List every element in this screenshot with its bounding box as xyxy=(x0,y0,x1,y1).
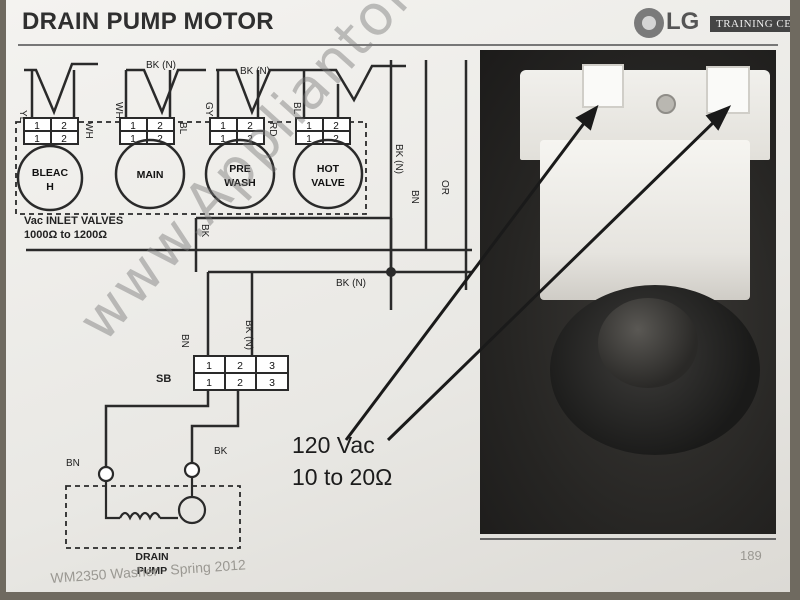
wire-label: BK (N) xyxy=(336,278,366,289)
pin-label: 1 xyxy=(34,134,40,145)
pump-motor-hub xyxy=(598,298,698,388)
wire-label: WH xyxy=(83,122,94,139)
voltage-label: 120 Vac xyxy=(292,432,375,458)
pin-label: 2 xyxy=(157,121,163,132)
wire-label: RD xyxy=(267,122,278,136)
pin-label: 1 xyxy=(220,121,226,132)
valve-label: WASH xyxy=(224,177,256,189)
slide-title: DRAIN PUMP MOTOR xyxy=(22,8,274,35)
training-slide: DRAIN PUMP MOTOR LG TRAINING CENTER xyxy=(6,0,790,592)
pin-label: 1 xyxy=(220,134,226,145)
pin-label: 1 xyxy=(130,134,136,145)
pin-label: 2 xyxy=(247,134,253,145)
arrow-head-right xyxy=(705,105,732,131)
wire-label: BL xyxy=(291,102,302,115)
pump-label: DRAIN xyxy=(135,551,168,563)
wire-label: BL xyxy=(177,122,188,135)
sb-pin: 1 xyxy=(206,360,212,372)
pin-label: 1 xyxy=(306,121,312,132)
pin-label: 2 xyxy=(333,134,339,145)
wire-top-4 xyxy=(306,64,406,103)
annotation-arrows xyxy=(344,104,732,442)
wire-label: BN xyxy=(179,334,190,348)
wire-label: BK xyxy=(214,446,228,457)
valve-coil-prewash xyxy=(204,138,276,210)
pump-label: PUMP xyxy=(137,565,167,577)
pin-label: 2 xyxy=(61,121,67,132)
title-divider xyxy=(18,44,778,46)
sb-pin: 2 xyxy=(237,377,243,389)
wire-label: GY xyxy=(203,102,214,117)
pin-label: 1 xyxy=(306,134,312,145)
wire-top-2 xyxy=(126,68,206,116)
valve-coil-main xyxy=(114,138,186,210)
resistance-label: 10 to 20Ω xyxy=(292,464,393,490)
valve-coil-bleach xyxy=(16,144,84,212)
pin-label: 2 xyxy=(247,121,253,132)
brand-header: LG TRAINING CENTER xyxy=(626,6,790,40)
wire-label: BK (N) xyxy=(240,66,270,77)
pin-label: 1 xyxy=(130,121,136,132)
pin-label: 2 xyxy=(333,121,339,132)
arrow-head-left xyxy=(575,104,599,131)
arrow-line-left xyxy=(344,117,590,441)
wiring-schematic: 1 2 1 2 1 2 1 2 1 2 1 2 1 2 1 2 BLEAC H … xyxy=(15,60,472,577)
valve-label: PRE xyxy=(229,163,251,175)
sb-pin: 1 xyxy=(206,377,212,389)
wire-label: BK (N) xyxy=(243,320,254,350)
wire-label: BK xyxy=(199,224,210,238)
pin-label: 1 xyxy=(34,121,40,132)
pump-terminal-plug-left xyxy=(582,64,624,108)
wire-label: OR xyxy=(439,180,450,195)
wire-label: YL xyxy=(17,110,28,123)
wire-label: WH xyxy=(113,102,124,119)
lg-logo-icon xyxy=(634,8,664,38)
sb-connector xyxy=(193,355,289,391)
pump-screw xyxy=(656,94,676,114)
training-center-badge: TRAINING CENTER xyxy=(710,16,790,32)
footer-divider xyxy=(480,538,776,540)
valve-label: VALVE xyxy=(311,177,344,189)
page-number: 189 xyxy=(740,548,762,563)
arrow-line-right xyxy=(386,116,720,442)
valve-coil-hot xyxy=(292,138,364,210)
sb-pin: 3 xyxy=(269,377,275,389)
sb-pin: 2 xyxy=(237,360,243,372)
pump-coil-icon xyxy=(119,511,161,521)
lg-logo-text: LG xyxy=(666,8,700,35)
pump-housing xyxy=(540,140,750,300)
pump-terminal-plug-right xyxy=(706,66,750,114)
wire-label: BK (N) xyxy=(146,60,176,71)
valve-label: MAIN xyxy=(137,169,164,181)
pin-label: 2 xyxy=(157,134,163,145)
valve-label: BLEAC xyxy=(32,167,69,179)
sb-pin: 3 xyxy=(269,360,275,372)
inlet-valves-resistance: 1000Ω to 1200Ω xyxy=(24,229,107,241)
wire-label: BN xyxy=(66,458,80,469)
pin-label: 2 xyxy=(61,134,67,145)
junction-node xyxy=(386,267,396,277)
sb-label: SB xyxy=(156,373,171,385)
wire-top-3 xyxy=(216,68,306,116)
valve-label: HOT xyxy=(317,163,340,175)
inlet-valves-label: Vac INLET VALVES xyxy=(24,215,123,227)
drain-pump-photo xyxy=(480,50,776,534)
wire-label: BN xyxy=(409,190,420,204)
wire-label: BK (N) xyxy=(393,144,404,174)
valve-label: H xyxy=(46,181,54,193)
